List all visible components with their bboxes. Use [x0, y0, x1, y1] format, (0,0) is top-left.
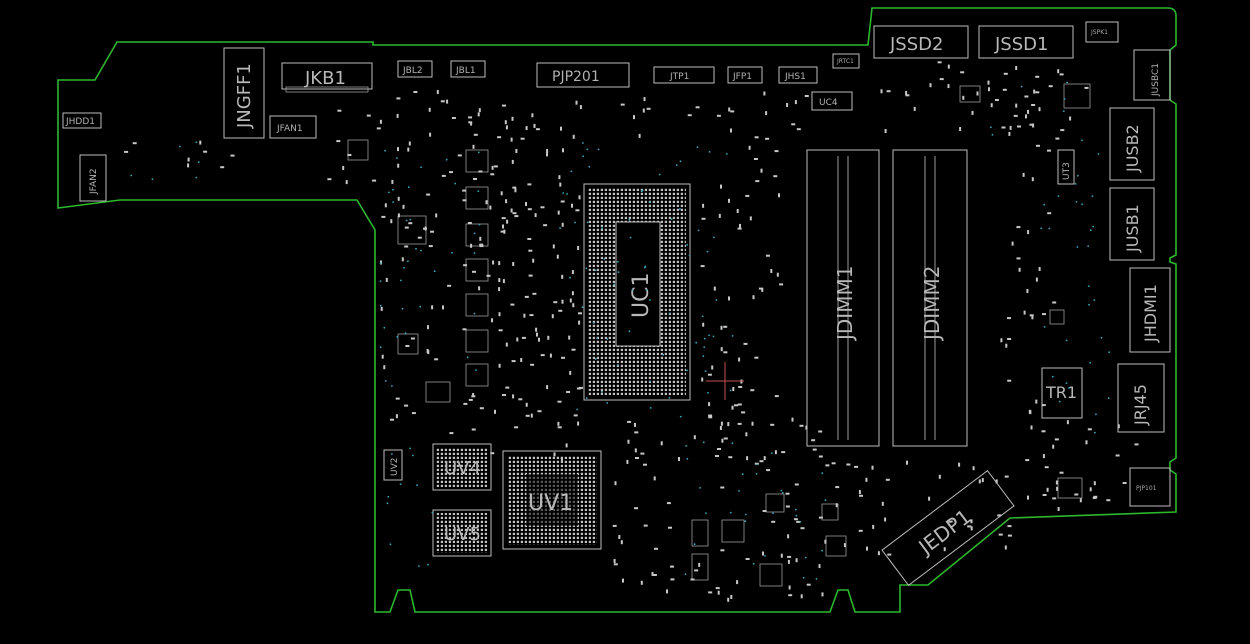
svg-text:PJP201: PJP201	[552, 69, 600, 85]
vias	[130, 81, 1111, 580]
connector-jusb2[interactable]: JUSB2	[1109, 107, 1155, 181]
svg-text:UC1: UC1	[629, 273, 654, 318]
connector-jssd2[interactable]: JSSD2	[873, 25, 969, 59]
svg-text:JUSBC1: JUSBC1	[1151, 63, 1161, 97]
svg-text:TR1: TR1	[1045, 383, 1077, 402]
svg-text:JUSB2: JUSB2	[1123, 124, 1142, 173]
misc-chips	[347, 83, 1091, 587]
transformer-tr1[interactable]: TR1	[1041, 367, 1083, 419]
svg-text:UC4: UC4	[819, 98, 838, 108]
connector-pjp101[interactable]: PJP101	[1129, 467, 1171, 507]
connector-jbl2[interactable]: JBL2	[397, 60, 433, 78]
vram-uv4[interactable]: UV4	[432, 443, 492, 491]
slot-jdimm1[interactable]: JDIMM1	[806, 149, 880, 447]
svg-text:JKB1: JKB1	[304, 68, 346, 89]
connector-jrj45[interactable]: JRJ45	[1117, 363, 1165, 433]
svg-text:JSSD1: JSSD1	[994, 34, 1048, 55]
svg-text:JNGFF1: JNGFF1	[234, 63, 255, 129]
connector-jtp1[interactable]: JTP1	[653, 66, 715, 84]
svg-text:JFAN1: JFAN1	[276, 124, 303, 134]
svg-text:PJP101: PJP101	[1136, 485, 1157, 492]
svg-text:JSSD2: JSSD2	[889, 34, 943, 55]
svg-text:JRTC1: JRTC1	[836, 58, 854, 65]
connector-jfp1[interactable]: JFP1	[727, 66, 763, 84]
connector-jrtc1[interactable]: JRTC1	[832, 53, 860, 69]
cursor-crosshair	[706, 362, 744, 400]
svg-text:JFAN2: JFAN2	[89, 168, 99, 195]
connector-jbl1[interactable]: JBL1	[450, 60, 486, 78]
vr-inductors	[397, 149, 489, 403]
board-outline	[57, 7, 1177, 613]
chip-ut3[interactable]: UT3	[1057, 149, 1075, 185]
svg-text:JBL1: JBL1	[455, 66, 476, 76]
gpu-uv1[interactable]: UV1	[502, 450, 602, 550]
connector-jhdmi1[interactable]: JHDMI1	[1129, 267, 1171, 353]
connector-jfan1[interactable]: JFAN1	[269, 115, 317, 139]
svg-text:JDIMM2: JDIMM2	[920, 266, 944, 342]
cpu-uc1[interactable]: UC1	[583, 183, 691, 401]
connector-jhdd1[interactable]: JHDD1	[62, 112, 102, 129]
svg-text:JDIMM1: JDIMM1	[833, 266, 857, 342]
svg-text:JFP1: JFP1	[732, 72, 752, 82]
connector-jusbc1[interactable]: JUSBC1	[1133, 49, 1171, 101]
svg-text:UV5: UV5	[444, 524, 481, 545]
connector-jfan2[interactable]: JFAN2	[79, 154, 107, 202]
svg-text:JHDMI1: JHDMI1	[1141, 284, 1160, 343]
svg-text:JBL2: JBL2	[402, 66, 423, 76]
svg-text:JTP1: JTP1	[669, 72, 689, 82]
chip-uc4[interactable]: UC4	[811, 91, 853, 111]
svg-text:UV1: UV1	[528, 491, 573, 516]
svg-text:JUSB1: JUSB1	[1123, 204, 1142, 253]
svg-text:UV4: UV4	[444, 458, 481, 479]
svg-text:JHDD1: JHDD1	[65, 117, 95, 127]
slot-jdimm2[interactable]: JDIMM2	[892, 149, 968, 447]
svg-text:UT3: UT3	[1062, 162, 1072, 180]
connector-pjp201[interactable]: PJP201	[536, 62, 630, 88]
svg-text:JHS1: JHS1	[784, 72, 806, 82]
connector-jngff1[interactable]: JNGFF1	[223, 47, 265, 139]
connector-jusb1[interactable]: JUSB1	[1109, 187, 1155, 261]
svg-text:JSPK1: JSPK1	[1090, 29, 1108, 36]
svg-text:JEDP1: JEDP1	[913, 504, 976, 560]
svg-text:UV2: UV2	[390, 458, 400, 476]
smd-pads	[124, 61, 1139, 602]
svg-text:JRJ45: JRJ45	[1131, 384, 1150, 426]
connector-jkb1[interactable]: JKB1	[281, 62, 373, 93]
chip-uv2[interactable]: UV2	[383, 449, 403, 481]
connector-jspk1[interactable]: JSPK1	[1085, 21, 1119, 43]
connector-jhs1[interactable]: JHS1	[778, 66, 818, 84]
vram-uv5[interactable]: UV5	[432, 509, 492, 557]
connector-jssd1[interactable]: JSSD1	[978, 25, 1074, 59]
